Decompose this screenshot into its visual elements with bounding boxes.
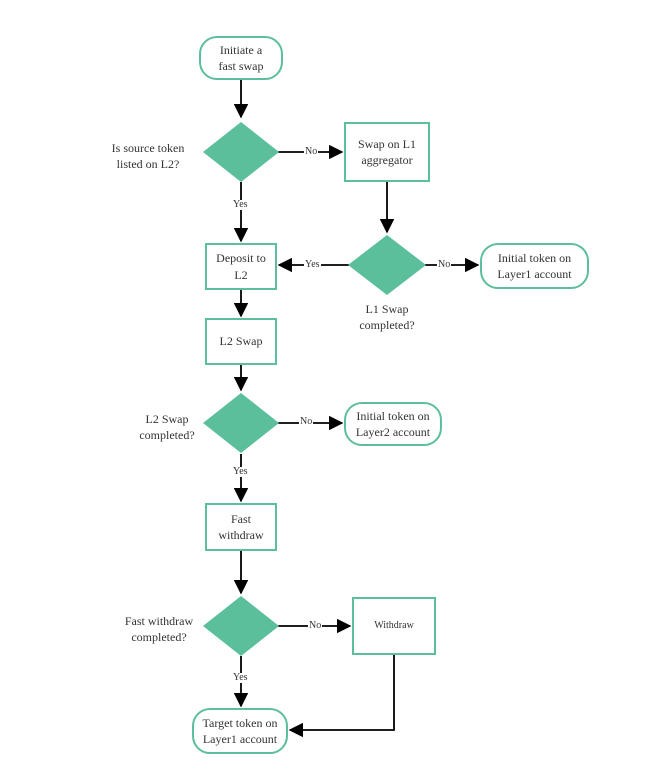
edge-label-l1-yes: Yes bbox=[304, 259, 321, 270]
decision-fast-completed bbox=[203, 596, 279, 656]
q-source-listed-label: Is source token listed on L2? bbox=[111, 141, 185, 172]
withdraw-node: Withdraw bbox=[352, 597, 436, 655]
edge-label-listed-yes: Yes bbox=[232, 199, 249, 210]
initial-l2-node: Initial token on Layer2 account bbox=[344, 402, 442, 446]
edge-label-l2-no: No bbox=[299, 416, 314, 427]
decision-l2-completed bbox=[203, 393, 279, 453]
target-l1-node: Target token on Layer1 account bbox=[192, 708, 288, 754]
fast-withdraw-node: Fast withdraw bbox=[205, 503, 277, 551]
initial-l1-node: Initial token on Layer1 account bbox=[480, 243, 589, 289]
edge-label-fast-yes: Yes bbox=[232, 672, 249, 683]
decision-source-listed bbox=[203, 122, 279, 182]
deposit-l2-node: Deposit to L2 bbox=[205, 243, 277, 290]
q-l1-completed-label: L1 Swap completed? bbox=[359, 302, 415, 333]
edge-label-l1-no: No bbox=[437, 259, 452, 270]
start-node: Initiate a fast swap bbox=[199, 36, 283, 80]
edge-label-l2-yes: Yes bbox=[232, 466, 249, 477]
swap-l1-node: Swap on L1 aggregator bbox=[344, 122, 430, 182]
edge-withdraw-to-target bbox=[288, 655, 395, 738]
q-fast-completed-label: Fast withdraw completed? bbox=[124, 614, 194, 645]
decision-l1-completed bbox=[348, 235, 426, 295]
edge-label-fast-no: No bbox=[308, 620, 323, 631]
l2-swap-node: L2 Swap bbox=[205, 318, 277, 365]
edge-label-listed-no: No bbox=[304, 146, 319, 157]
q-l2-completed-label: L2 Swap completed? bbox=[139, 412, 195, 443]
